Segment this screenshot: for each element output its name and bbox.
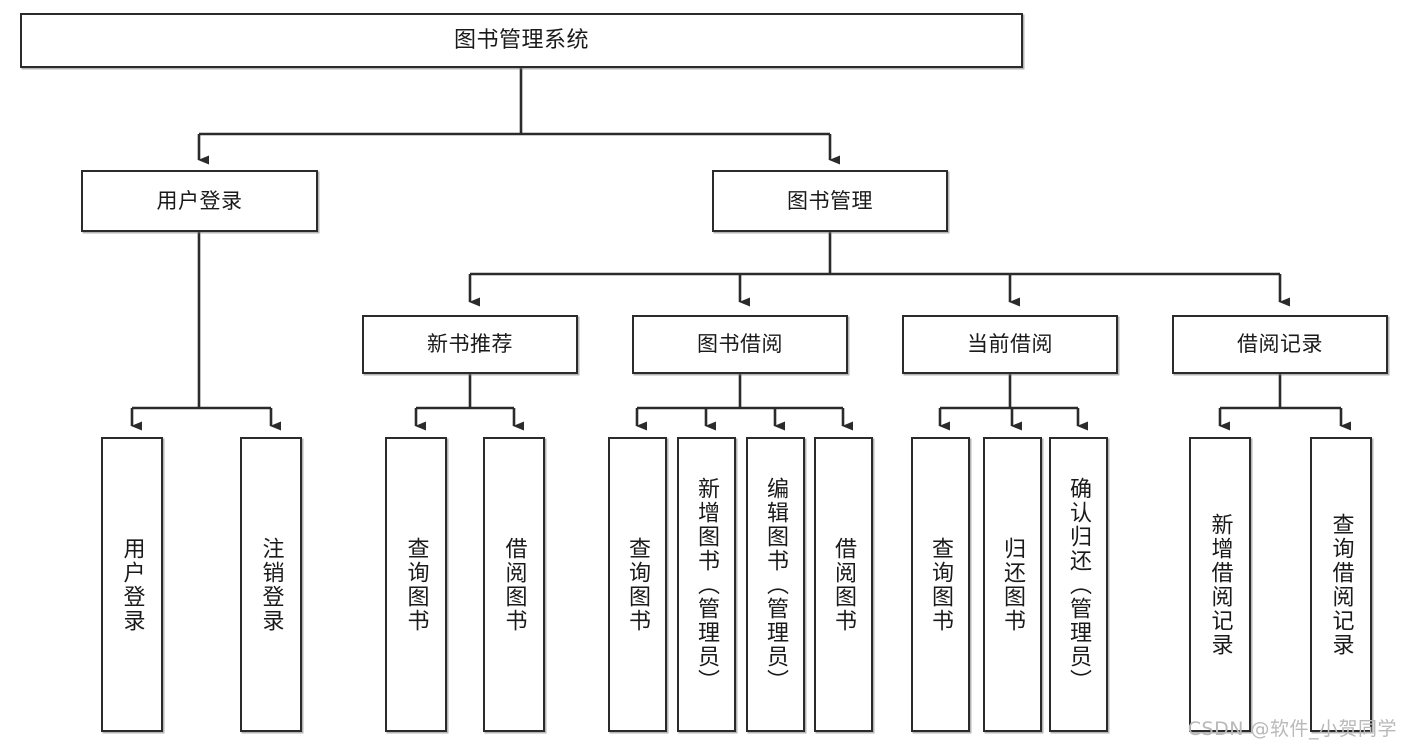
node-root-system[interactable]: 图书管理系统 xyxy=(20,13,1023,68)
node-leaf-borrow-book-1[interactable]: 借阅图书 xyxy=(483,437,545,732)
node-current-borrow[interactable]: 当前借阅 xyxy=(902,315,1118,374)
node-label: 当前借阅 xyxy=(967,332,1053,357)
node-label: 用户登录 xyxy=(119,536,145,633)
node-label: 图书借阅 xyxy=(697,332,783,357)
node-label: 查询图书 xyxy=(403,536,429,633)
edge-new-book-recommend-to-leaves xyxy=(414,374,524,431)
node-leaf-user-logout[interactable]: 注销登录 xyxy=(240,437,302,732)
edge-root-to-level2 xyxy=(197,68,840,165)
node-label: 编辑图书（管理员） xyxy=(763,476,789,693)
node-leaf-user-login[interactable]: 用户登录 xyxy=(101,437,163,732)
node-label: 查询图书 xyxy=(625,536,651,633)
node-book-manage[interactable]: 图书管理 xyxy=(712,170,948,232)
node-label: 归还图书 xyxy=(1000,536,1026,633)
edge-current-borrow-to-leaves xyxy=(938,374,1088,431)
node-leaf-edit-book-admin[interactable]: 编辑图书（管理员） xyxy=(746,437,805,732)
node-leaf-return-book[interactable]: 归还图书 xyxy=(983,437,1042,732)
node-new-book-recommend[interactable]: 新书推荐 xyxy=(362,315,578,374)
node-label: 注销登录 xyxy=(258,536,284,633)
edge-borrow-record-to-leaves xyxy=(1218,374,1351,431)
csdn-watermark: CSDN @软件_小贺同学 xyxy=(1187,718,1397,740)
edge-user-login-to-leaves xyxy=(130,232,281,431)
node-borrow-record[interactable]: 借阅记录 xyxy=(1172,315,1388,374)
node-label: 查询图书 xyxy=(928,536,954,633)
node-leaf-query-book-3[interactable]: 查询图书 xyxy=(911,437,970,732)
node-label: 新增图书（管理员） xyxy=(694,476,720,693)
node-leaf-query-book-2[interactable]: 查询图书 xyxy=(608,437,667,732)
node-leaf-add-borrow-record[interactable]: 新增借阅记录 xyxy=(1189,437,1251,732)
node-label: 确认归还（管理员） xyxy=(1066,476,1092,693)
node-user-login[interactable]: 用户登录 xyxy=(81,170,318,232)
node-leaf-query-book-1[interactable]: 查询图书 xyxy=(385,437,447,732)
node-label: 图书管理系统 xyxy=(453,27,589,53)
node-label: 用户登录 xyxy=(156,188,243,213)
node-label: 新增借阅记录 xyxy=(1207,512,1233,657)
edge-book-manage-to-level3 xyxy=(468,232,1290,307)
node-leaf-add-book-admin[interactable]: 新增图书（管理员） xyxy=(677,437,736,732)
node-label: 新书推荐 xyxy=(427,332,513,357)
node-label: 借阅图书 xyxy=(501,536,527,633)
node-leaf-borrow-book-2[interactable]: 借阅图书 xyxy=(814,437,873,732)
node-label: 查询借阅记录 xyxy=(1328,512,1354,657)
node-label: 图书管理 xyxy=(787,188,873,213)
node-leaf-confirm-return-admin[interactable]: 确认归还（管理员） xyxy=(1049,437,1108,732)
node-book-borrow[interactable]: 图书借阅 xyxy=(632,315,848,374)
node-leaf-query-borrow-record[interactable]: 查询借阅记录 xyxy=(1310,437,1372,732)
edge-book-borrow-to-leaves xyxy=(635,374,853,431)
node-label: 借阅图书 xyxy=(831,536,857,633)
node-label: 借阅记录 xyxy=(1237,332,1323,357)
